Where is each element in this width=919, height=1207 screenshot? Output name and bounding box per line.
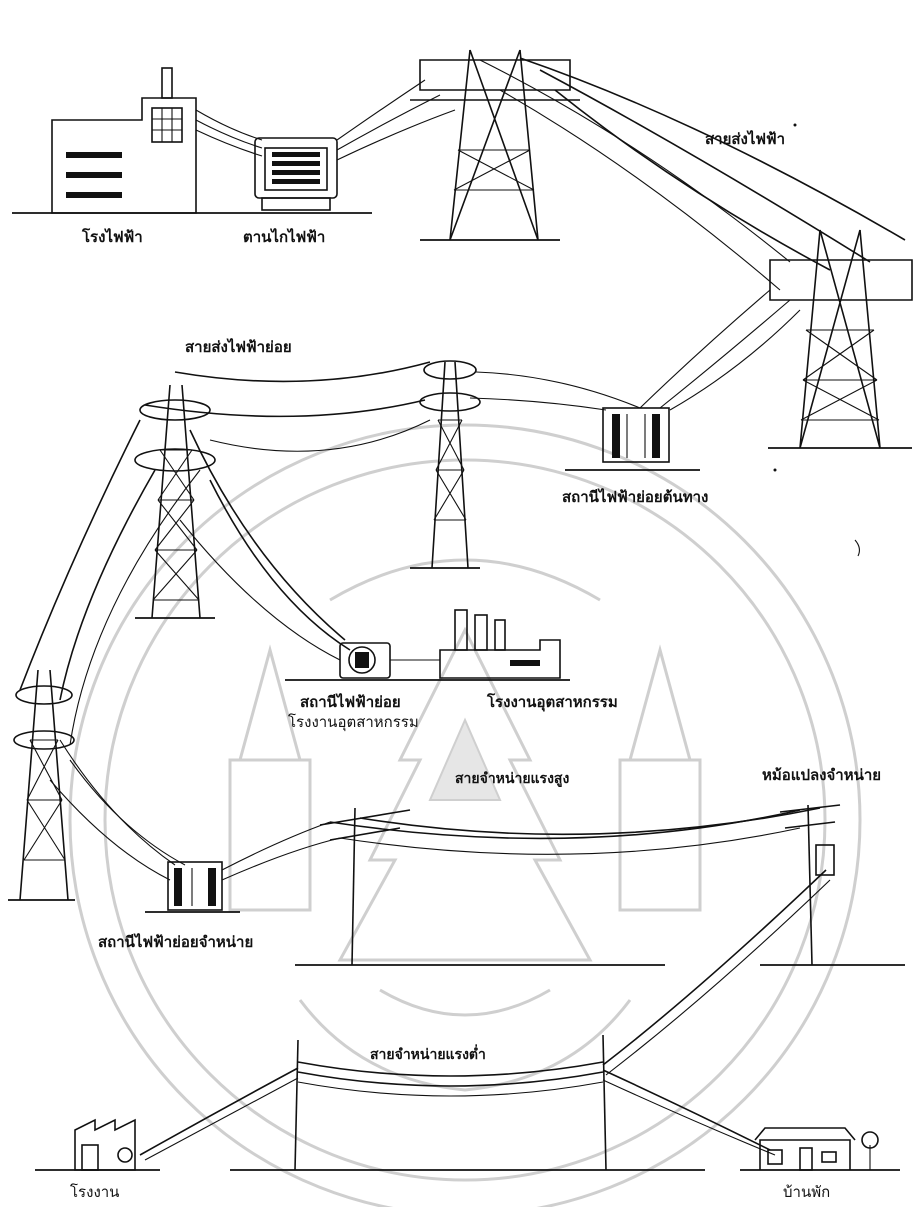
terminal-substation <box>602 407 670 463</box>
hv-distribution-wires <box>221 807 821 881</box>
industrial-plant <box>390 609 561 679</box>
label-industrial-substation-line1: สถานีไฟฟ้าย่อย <box>300 693 401 711</box>
step-up-transformer <box>254 137 338 211</box>
sub-transmission-wires <box>19 361 641 746</box>
power-plant <box>51 67 197 214</box>
label-industrial-substation-line2: โรงงานอุตสาหกรรม <box>288 713 419 731</box>
label-terminal-substation: สถานีไฟฟ้าย่อยต้นทาง <box>562 488 709 506</box>
sub-transmission-tower-left <box>134 384 216 619</box>
transmission-tower-top <box>410 49 580 241</box>
label-distribution-transformer: หม้อแปลงจำหน่าย <box>762 766 882 784</box>
university-seal-watermark <box>68 423 862 1207</box>
label-transmission-line: สายส่งไฟฟ้า <box>705 130 786 148</box>
transmission-line-wires <box>195 57 906 291</box>
lv-distribution-pole-left <box>294 1039 299 1171</box>
hv-distribution-pole-left <box>319 807 411 966</box>
residence <box>754 1127 879 1171</box>
label-sub-transmission-line: สายส่งไฟฟ้าย่อย <box>185 338 292 356</box>
lv-distribution-wires <box>139 869 831 1161</box>
label-factory: โรงงาน <box>70 1183 120 1201</box>
label-high-voltage-distribution-line: สายจำหน่ายแรงสูง <box>455 771 570 787</box>
label-low-voltage-distribution-line: สายจำหน่ายแรงต่ำ <box>370 1047 486 1063</box>
lv-distribution-pole-right <box>602 1034 607 1171</box>
stray-marks <box>773 123 861 557</box>
factory <box>74 1118 136 1171</box>
ground-lines <box>8 212 912 1171</box>
label-distribution-substation: สถานีไฟฟ้าย่อยจำหน่าย <box>98 933 254 951</box>
sub-transmission-tower-middle <box>419 360 481 569</box>
label-industrial-plant: โรงงานอุตสาหกรรม <box>487 693 618 711</box>
tower-to-distribution-substation-wires <box>49 739 186 881</box>
distribution-substation <box>167 861 223 911</box>
label-power-plant: โรงไฟฟ้า <box>82 228 143 246</box>
sub-transmission-tower-far-left <box>13 669 75 901</box>
label-step-up-transformer: ตานไกไฟฟ้า <box>243 228 326 246</box>
label-residence: บ้านพัก <box>783 1183 831 1201</box>
transmission-tower-right <box>769 229 913 449</box>
tower-to-substation-wires <box>639 289 801 411</box>
